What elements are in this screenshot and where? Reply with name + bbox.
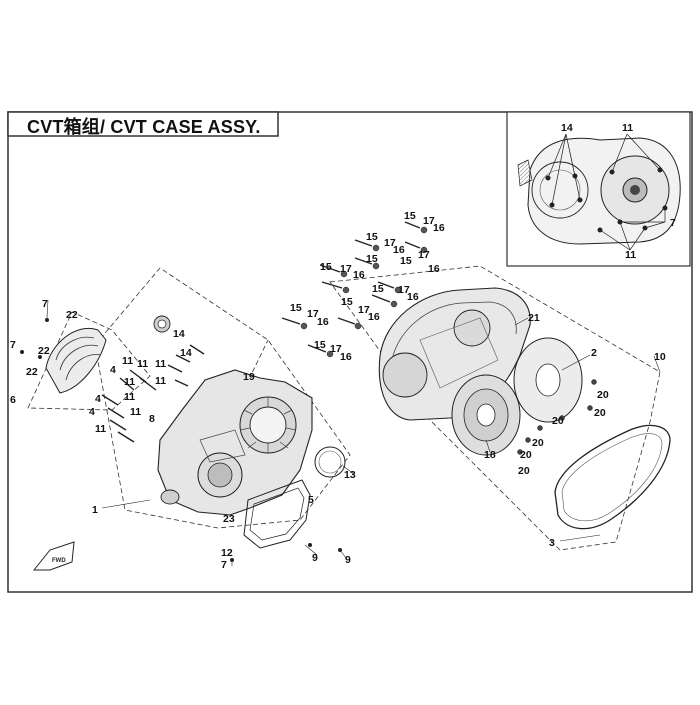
callout-15-c: 15 — [400, 255, 412, 267]
cvt-inner-housing — [153, 315, 313, 516]
callout-9-b: 9 — [345, 554, 351, 566]
callout-14-b: 14 — [180, 347, 192, 359]
leader-lines — [46, 299, 661, 566]
callout-15-i: 15 — [314, 339, 326, 351]
callout-18: 18 — [484, 449, 496, 461]
cover-plate-2-and-pulley — [451, 337, 583, 456]
callout-16-e: 16 — [407, 291, 419, 303]
callout-15-a: 15 — [404, 210, 416, 222]
callout-21: 21 — [528, 312, 540, 324]
callout-20-a: 20 — [597, 389, 609, 401]
callout-11-d: 11 — [155, 375, 166, 387]
callout-20-b: 20 — [594, 407, 606, 419]
bolt-grid-right — [281, 221, 421, 353]
callout-22-c: 22 — [26, 366, 38, 378]
callout-11-b: 11 — [137, 358, 148, 370]
callout-19: 19 — [243, 371, 255, 383]
callout-15-d: 15 — [366, 253, 378, 265]
callout-17-h: 17 — [330, 343, 342, 355]
callout-2: 2 — [591, 347, 597, 359]
callout-16-c: 16 — [428, 263, 440, 275]
callout-6: 6 — [10, 394, 16, 406]
page-title: CVT箱组/ CVT CASE ASSY. — [27, 117, 261, 137]
callout-20-e: 20 — [520, 449, 532, 461]
fwd-arrow-icon: FWD — [32, 541, 75, 571]
drawing-frame — [7, 111, 693, 593]
callout-12: 12 — [221, 547, 233, 559]
inset-callout-11-top: 11 — [622, 122, 633, 134]
washers-right — [300, 226, 428, 358]
callout-15-g: 15 — [341, 296, 353, 308]
cover-plate-assembly — [20, 318, 107, 394]
callout-1: 1 — [92, 504, 98, 516]
callout-23: 23 — [223, 513, 235, 525]
bolt-group-left — [101, 344, 205, 443]
callout-15-f: 15 — [372, 283, 384, 295]
callout-14-a: 14 — [173, 328, 185, 340]
callout-11-a: 11 — [122, 355, 133, 367]
callout-17-d: 17 — [340, 263, 352, 275]
callout-17-f: 17 — [358, 304, 370, 316]
callout-17-a: 17 — [423, 215, 435, 227]
inset-callout-14: 14 — [561, 122, 573, 134]
callout-16-d: 16 — [353, 269, 365, 281]
callout-20-d: 20 — [532, 437, 544, 449]
callout-22-a: 22 — [66, 309, 78, 321]
callout-3: 3 — [549, 537, 555, 549]
callout-16-f: 16 — [368, 311, 380, 323]
callout-7-a: 7 — [42, 298, 48, 310]
fwd-label: FWD — [52, 558, 66, 564]
screws-20 — [517, 379, 597, 455]
callout-16-b: 16 — [393, 244, 405, 256]
callout-4-a: 4 — [110, 364, 116, 376]
callout-5: 5 — [308, 494, 314, 506]
callout-15-h: 15 — [290, 302, 302, 314]
callout-17-c: 17 — [418, 249, 430, 261]
callout-20-c: 20 — [552, 415, 564, 427]
callout-17-e: 17 — [398, 284, 410, 296]
callout-7-c: 7 — [221, 559, 227, 571]
callout-9-a: 9 — [312, 552, 318, 564]
callout-15-e: 15 — [320, 261, 332, 273]
callout-16-a: 16 — [433, 222, 445, 234]
callout-17-g: 17 — [307, 308, 319, 320]
callout-8: 8 — [149, 413, 155, 425]
inset-callout-7: 7 — [670, 217, 676, 229]
callout-4-c: 4 — [89, 406, 95, 418]
inset-callout-11-bottom: 11 — [625, 249, 636, 261]
callout-22-b: 22 — [38, 345, 50, 357]
title-box — [7, 111, 279, 137]
callout-11-h: 11 — [95, 423, 106, 435]
callout-11-c: 11 — [155, 358, 166, 370]
inset-detail-view: 14 11 7 11 — [506, 111, 691, 267]
callout-7-b: 7 — [10, 339, 16, 351]
callout-10: 10 — [654, 351, 666, 363]
callout-11-e: 11 — [124, 376, 135, 388]
callout-11-g: 11 — [130, 406, 141, 418]
callout-4-b: 4 — [95, 393, 101, 405]
callout-16-g: 16 — [317, 316, 329, 328]
large-gasket — [554, 424, 671, 530]
callout-17-b: 17 — [384, 237, 396, 249]
callout-11-f: 11 — [124, 391, 135, 403]
callout-13: 13 — [344, 469, 356, 481]
callout-16-h: 16 — [340, 351, 352, 363]
callout-20-f: 20 — [518, 465, 530, 477]
callout-15-b: 15 — [366, 231, 378, 243]
